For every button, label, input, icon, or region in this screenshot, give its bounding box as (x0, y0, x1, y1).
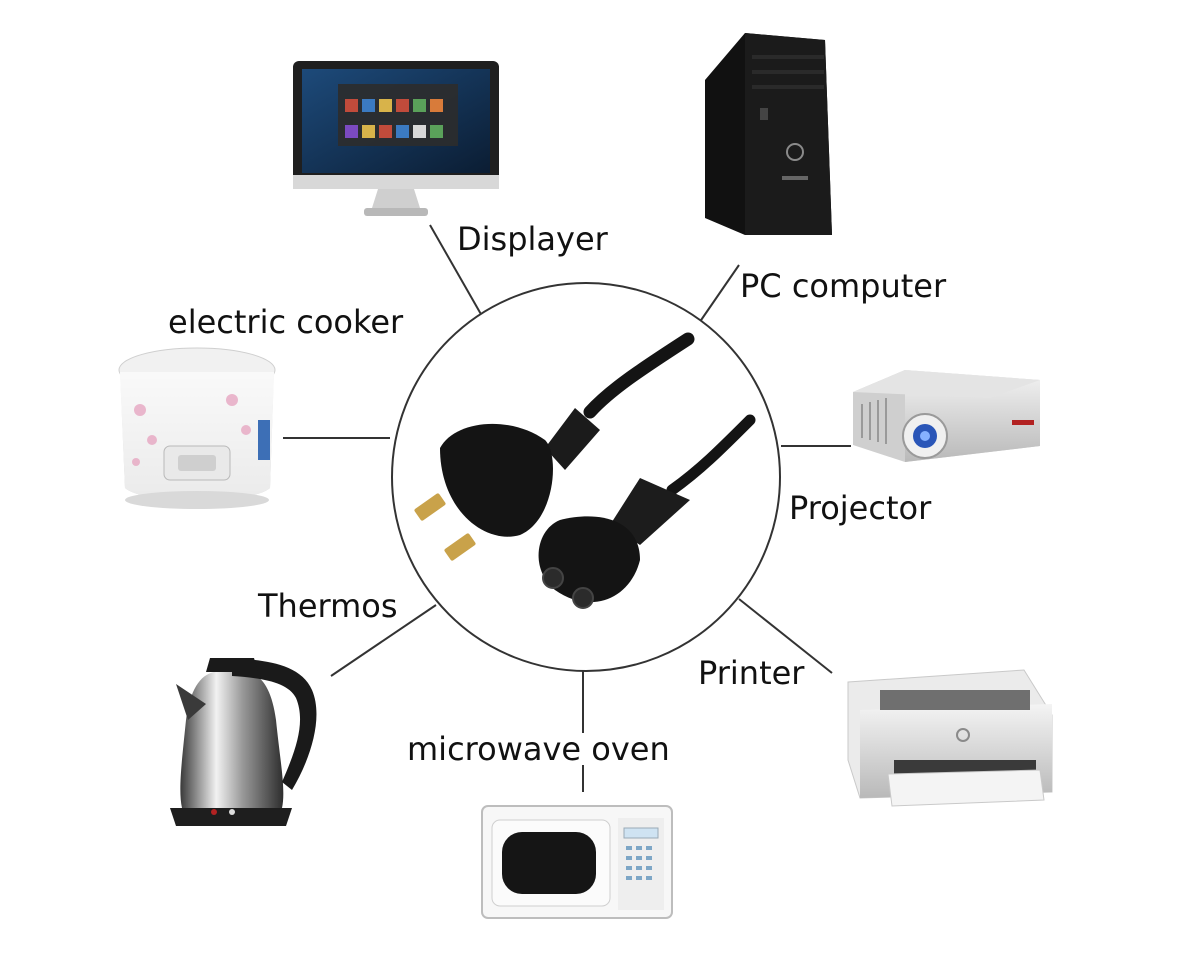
microwave-icon (481, 805, 673, 919)
connector-line-printer (738, 598, 833, 674)
connector-line-pc (696, 264, 740, 327)
label-projector: Projector (789, 489, 932, 527)
label-pc-computer: PC computer (740, 267, 947, 305)
printer-icon (847, 669, 1053, 807)
power-cord-icon (414, 332, 756, 609)
center-circle (391, 282, 781, 672)
label-microwave-oven: microwave oven (404, 733, 673, 765)
connector-line-thermos (330, 604, 437, 677)
connector-lines (283, 224, 851, 792)
rice-cooker-icon (118, 347, 276, 509)
kettle-icon (170, 658, 317, 826)
label-displayer: Displayer (457, 220, 608, 258)
monitor-icon (293, 61, 499, 216)
label-electric-cooker: electric cooker (168, 303, 404, 341)
desktop-tower-icon (705, 33, 832, 235)
label-printer: Printer (698, 654, 805, 692)
connector-line-displayer (429, 224, 487, 324)
label-thermos: Thermos (258, 587, 398, 625)
projector-icon (853, 370, 1040, 462)
